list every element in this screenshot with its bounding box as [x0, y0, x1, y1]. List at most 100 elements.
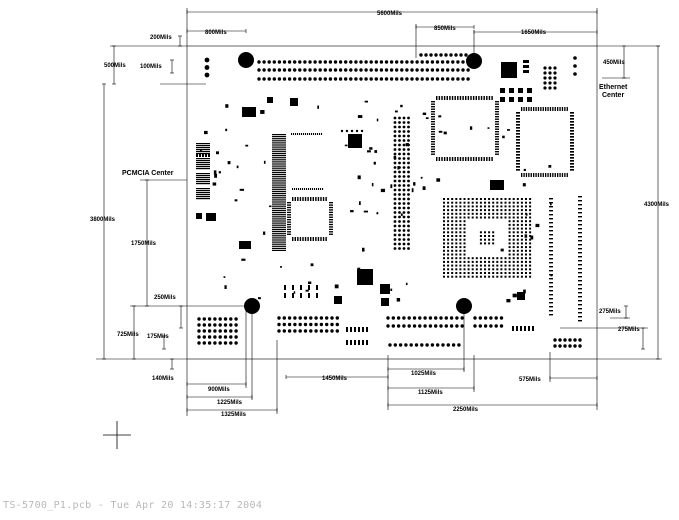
ball — [520, 246, 523, 249]
pin — [298, 77, 302, 81]
pin — [395, 68, 399, 72]
ball — [496, 264, 499, 267]
pin — [548, 66, 552, 70]
ball — [525, 209, 527, 212]
pin — [495, 103, 499, 105]
bottom-resistor-array — [284, 285, 318, 298]
passive — [394, 110, 398, 113]
pin — [307, 197, 309, 201]
pin — [443, 96, 446, 100]
pin — [545, 107, 547, 111]
ball — [443, 205, 445, 208]
pin — [287, 233, 291, 235]
pin — [407, 193, 410, 196]
pin — [202, 341, 206, 345]
ball — [492, 209, 495, 212]
pin — [425, 68, 429, 72]
pin — [277, 77, 282, 81]
passive — [239, 188, 245, 191]
pin — [480, 157, 483, 161]
pin — [293, 77, 297, 81]
pin — [407, 247, 410, 250]
pin — [335, 322, 339, 327]
ball — [447, 242, 450, 245]
pin — [329, 226, 333, 228]
pin — [297, 197, 299, 201]
ball — [463, 242, 466, 245]
ball — [463, 231, 466, 234]
ball — [508, 242, 511, 245]
pin — [391, 324, 395, 328]
ball — [512, 253, 515, 256]
pin — [229, 335, 233, 339]
pin — [466, 60, 470, 64]
pin — [374, 68, 378, 72]
pad — [578, 212, 582, 214]
ball — [492, 238, 495, 241]
pin — [398, 121, 401, 124]
ball — [529, 260, 532, 263]
ball — [443, 249, 445, 252]
ball — [508, 249, 511, 252]
pin — [451, 157, 454, 161]
pin — [389, 77, 394, 81]
pin — [402, 242, 406, 246]
pin — [398, 161, 401, 165]
pin — [414, 343, 419, 347]
pcmcia-center-label: PCMCIA Center — [122, 170, 174, 177]
passive — [413, 182, 416, 186]
ball — [475, 275, 478, 278]
small-chip-1 — [348, 134, 362, 148]
pin — [294, 237, 296, 241]
left-vertical-ic — [272, 134, 286, 251]
pad — [578, 288, 582, 290]
pin — [207, 335, 212, 339]
pin — [543, 71, 547, 75]
pad — [272, 232, 286, 234]
pad — [578, 200, 582, 202]
pin — [313, 77, 317, 81]
pin — [431, 111, 435, 113]
ball — [471, 272, 474, 274]
passive — [420, 176, 423, 179]
ball — [496, 201, 499, 204]
pin — [516, 130, 520, 132]
pad — [196, 166, 210, 168]
pin — [407, 215, 410, 219]
pin — [570, 136, 574, 138]
pin — [540, 173, 542, 177]
pin — [431, 141, 435, 143]
passive — [199, 149, 202, 152]
ball — [451, 264, 454, 267]
dim-bottom-140: 140Mils — [152, 376, 174, 382]
passive — [357, 175, 361, 180]
pin — [451, 77, 455, 81]
pin — [338, 68, 343, 72]
pin — [393, 121, 397, 124]
pin — [207, 341, 212, 345]
pin — [530, 173, 532, 177]
pcmcia-socket — [196, 158, 210, 170]
pad — [196, 183, 210, 185]
pin — [329, 202, 333, 204]
passive — [227, 161, 231, 165]
pin — [435, 68, 440, 72]
chip-2 — [242, 107, 256, 117]
pin — [282, 329, 286, 333]
ball — [463, 275, 466, 278]
passive — [405, 143, 409, 147]
pin — [410, 77, 414, 81]
pad — [319, 133, 321, 135]
chip-5 — [196, 213, 202, 219]
pin — [467, 96, 470, 100]
pin — [393, 220, 397, 223]
pin — [402, 175, 406, 178]
pin — [323, 60, 327, 64]
pin — [218, 335, 222, 339]
pad — [523, 65, 529, 68]
pin — [202, 323, 206, 327]
ball — [455, 238, 458, 241]
ball — [443, 223, 445, 226]
ball — [520, 253, 523, 256]
pin — [570, 127, 574, 129]
